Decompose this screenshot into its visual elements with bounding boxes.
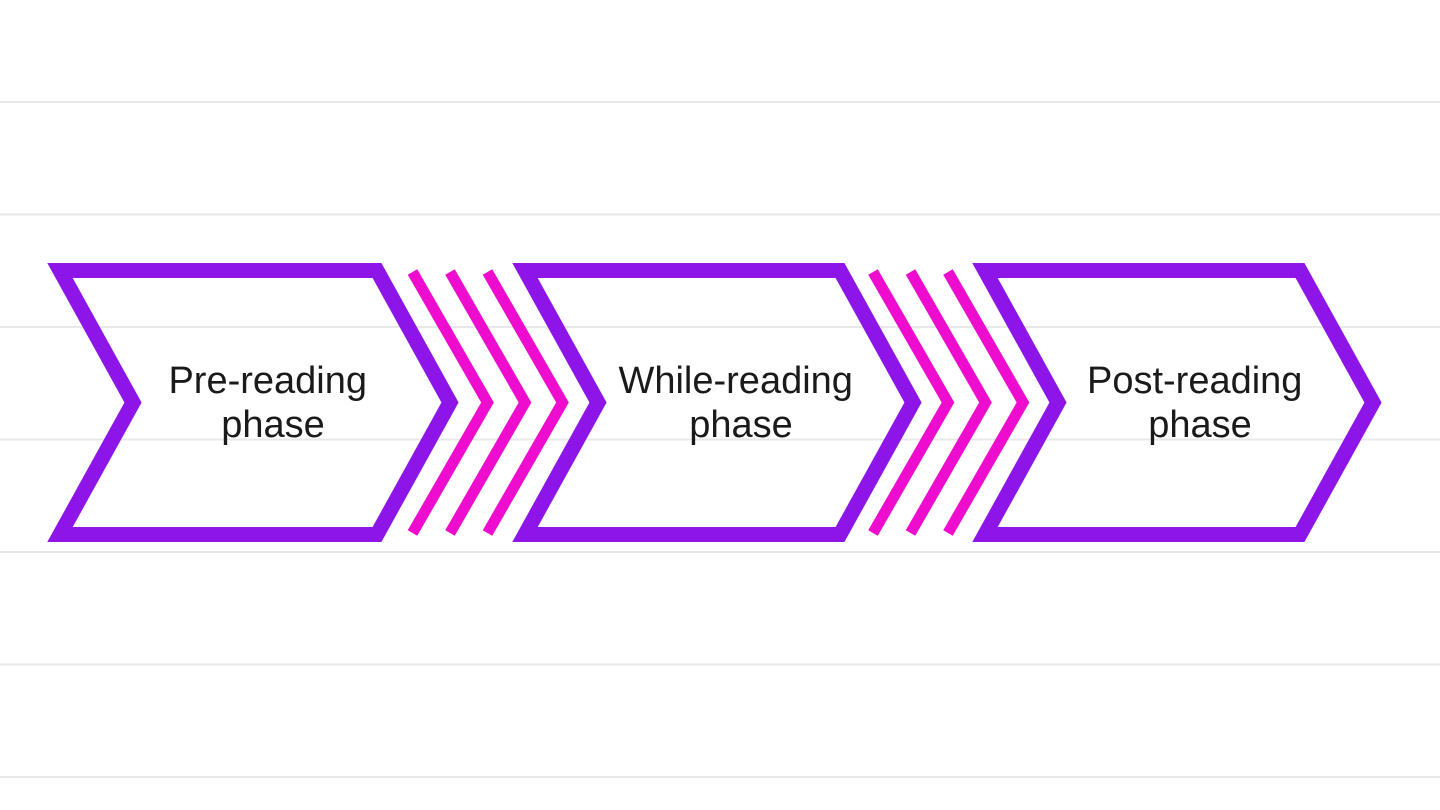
phase-label-line1: Post-reading xyxy=(1087,360,1302,402)
phase-label-line1: Pre-reading xyxy=(168,360,367,402)
phase-chevron-while-reading xyxy=(512,263,922,542)
separator-1-chevron-right-icon xyxy=(407,269,494,536)
separator-chevrons xyxy=(407,269,1030,536)
phase-chevron-pre-reading xyxy=(47,263,459,542)
gridlines xyxy=(0,101,1440,778)
phase-chevron-post-reading xyxy=(972,263,1382,542)
phase-label-line2: phase xyxy=(689,404,793,446)
phase-label-post-reading: Post-reading phase xyxy=(1087,360,1313,446)
phase-label-while-reading: While-reading phase xyxy=(618,360,863,446)
phase-label-line2: phase xyxy=(221,404,325,446)
separator-2-chevron-right-icon xyxy=(905,269,992,536)
phase-label-line2: phase xyxy=(1148,404,1252,446)
phase-label-line1: While-reading xyxy=(618,360,852,402)
separator-2-chevron-right-icon xyxy=(868,269,955,536)
separator-2-chevron-right-icon xyxy=(943,269,1030,536)
separator-1-chevron-right-icon xyxy=(482,269,569,536)
phase-labels: Pre-reading phase While-reading phase Po… xyxy=(168,360,1313,446)
separator-1-chevron-right-icon xyxy=(445,269,532,536)
phase-chevrons xyxy=(47,263,1382,542)
phase-label-pre-reading: Pre-reading phase xyxy=(168,360,377,446)
